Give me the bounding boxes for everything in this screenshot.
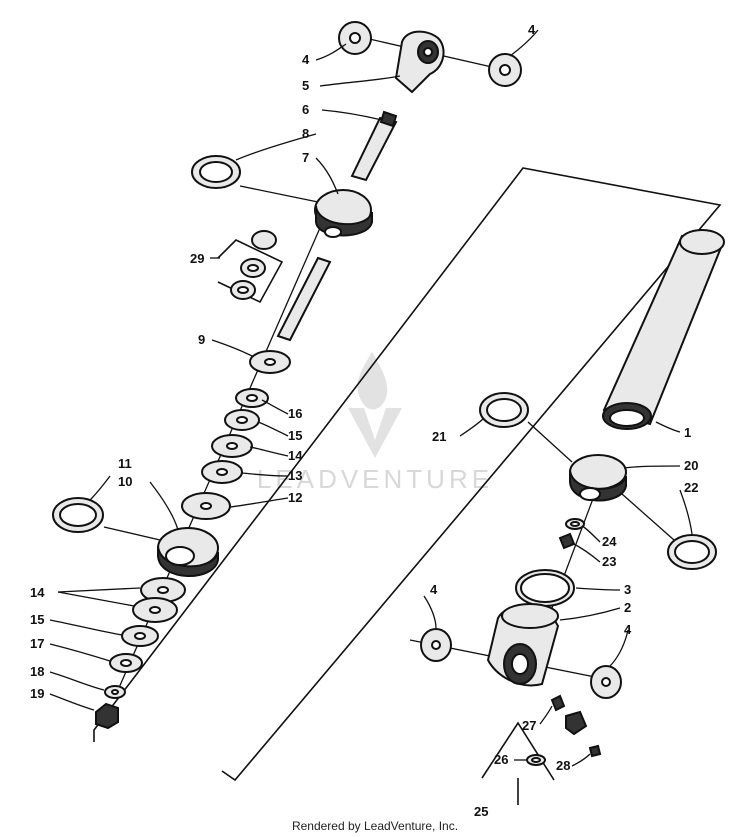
- part-label-15: 15: [30, 612, 44, 627]
- part-label-21: 21: [432, 429, 446, 444]
- watermark: LEADVENTURE: [257, 352, 493, 494]
- part-label-28: 28: [556, 758, 570, 773]
- part-label-17: 17: [30, 636, 44, 651]
- valve-body: [565, 710, 588, 736]
- part-label-24: 24: [602, 534, 617, 549]
- eye-end-5: [394, 30, 445, 94]
- top-eye-assembly: [338, 21, 522, 94]
- part-label-5: 5: [302, 78, 309, 93]
- part-labels: 4 4 5 6 8 7 29 9 16 15 14 13 12 11 10 14…: [30, 22, 698, 819]
- spacer-kit-29: [217, 230, 284, 304]
- part-label-22: 22: [684, 480, 698, 495]
- part-label-1: 1: [684, 425, 691, 440]
- cylinder-body-1: [602, 229, 725, 430]
- valve-kit-bracket: [481, 721, 555, 781]
- end-cap-2: [420, 603, 622, 699]
- screw-28: [588, 744, 602, 758]
- rod-lower-section: [276, 256, 332, 342]
- part-label-27: 27: [522, 718, 536, 733]
- part-label-25: 25: [474, 804, 488, 819]
- nut-19: [95, 702, 119, 730]
- washer-stack-upper: [181, 350, 291, 520]
- piston-10: [157, 527, 219, 577]
- part-label-12: 12: [288, 490, 302, 505]
- cylinder-cap-7: [314, 189, 373, 238]
- plug-27: [550, 694, 566, 712]
- part-label-16: 16: [288, 406, 302, 421]
- valve-23: [558, 532, 576, 550]
- part-label-23: 23: [602, 554, 616, 569]
- part-label-8: 8: [302, 126, 309, 141]
- part-label-14: 14: [30, 585, 45, 600]
- part-label-15: 15: [288, 428, 302, 443]
- part-label-4: 4: [430, 582, 438, 597]
- watermark-text: LEADVENTURE: [257, 464, 493, 494]
- part-label-9: 9: [198, 332, 205, 347]
- part-label-7: 7: [302, 150, 309, 165]
- watermark-v-icon: [348, 408, 402, 458]
- part-label-10: 10: [118, 474, 132, 489]
- bearing-head-20: [569, 454, 627, 502]
- part-label-14: 14: [288, 448, 303, 463]
- part-label-20: 20: [684, 458, 698, 473]
- part-label-2: 2: [624, 600, 631, 615]
- part-label-13: 13: [288, 468, 302, 483]
- leader-lines: [49, 29, 693, 767]
- part-label-4: 4: [624, 622, 632, 637]
- part-label-4: 4: [528, 22, 536, 37]
- part-label-11: 11: [118, 456, 132, 471]
- part-label-26: 26: [494, 752, 508, 767]
- part-label-6: 6: [302, 102, 309, 117]
- part-label-29: 29: [190, 251, 204, 266]
- piston-rod-6: [350, 116, 398, 182]
- washer-stack-lower: [95, 577, 186, 730]
- assembly-frame: [93, 167, 722, 782]
- part-label-4: 4: [302, 52, 310, 67]
- part-label-19: 19: [30, 686, 44, 701]
- footer-caption: Rendered by LeadVenture, Inc.: [291, 819, 459, 833]
- watermark-flame-icon: [357, 352, 388, 410]
- part-label-18: 18: [30, 664, 44, 679]
- part-label-3: 3: [624, 582, 631, 597]
